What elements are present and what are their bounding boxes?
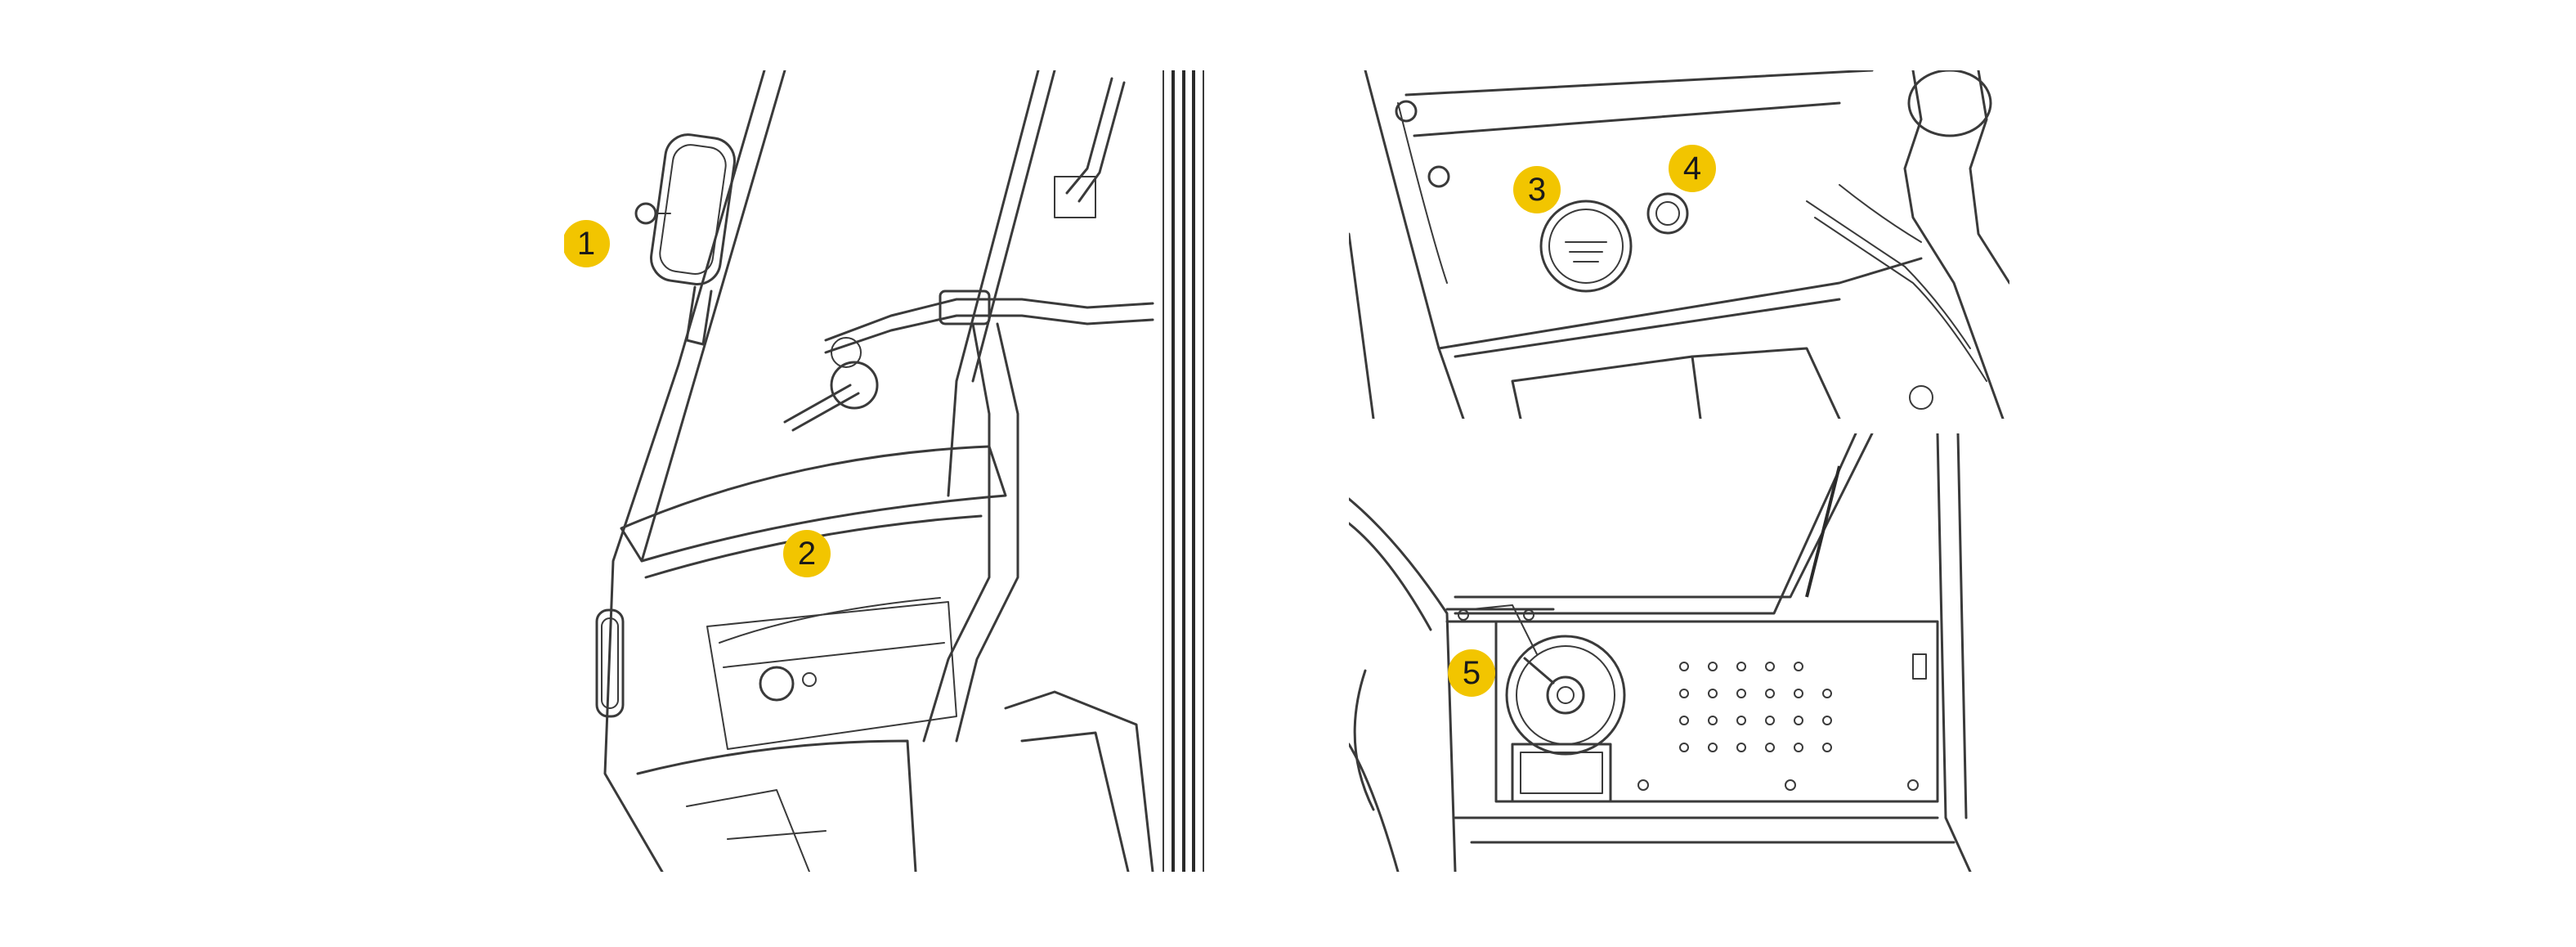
callout-2: 2 — [783, 530, 831, 577]
callout-1: 1 — [564, 220, 610, 267]
door-frame — [1172, 70, 1195, 872]
right-pillar — [955, 70, 1056, 383]
interior-panel: 5 — [1349, 433, 2009, 872]
callout-3: 3 — [1513, 166, 1561, 213]
reel-motor — [1471, 604, 1626, 803]
side-vent — [595, 608, 625, 718]
callout-5: 5 — [1448, 649, 1495, 697]
dashboard-closeup-panel: 3 4 — [1349, 70, 2009, 419]
main-button — [1539, 200, 1633, 293]
mirror — [634, 133, 736, 346]
key-switch — [1646, 192, 1689, 235]
vent-dot-grid — [1679, 662, 1832, 752]
callout-4: 4 — [1669, 145, 1716, 192]
scooter-front-drawing — [595, 70, 1204, 872]
left-pillar — [677, 70, 786, 366]
steering-column — [922, 322, 1019, 743]
interior-drawing — [1349, 433, 1972, 872]
front-view-panel: 1 2 — [564, 70, 1244, 872]
dashboard-closeup-drawing — [1349, 70, 2009, 419]
